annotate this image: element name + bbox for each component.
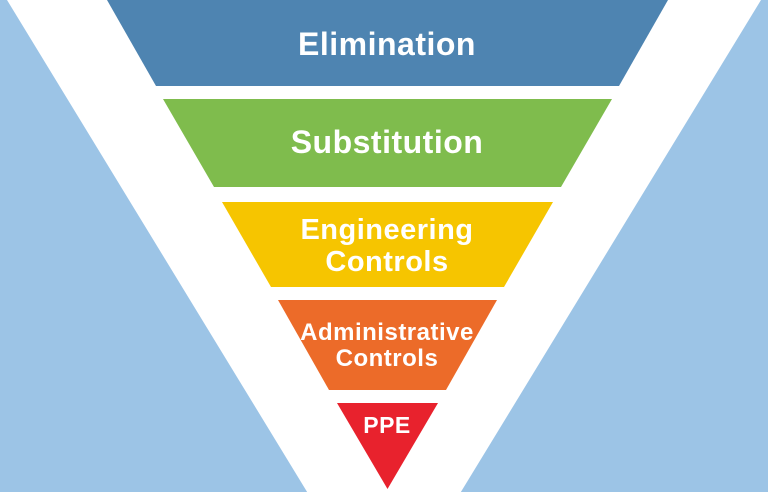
level-label-administrative-controls-line1: Administrative (300, 319, 474, 346)
level-label-engineering-controls-line1: Engineering (300, 214, 473, 246)
level-band-engineering-controls (222, 202, 553, 287)
level-label-administrative-controls-line2: Controls (336, 345, 439, 372)
level-band-elimination (107, 0, 668, 86)
level-label-elimination: Elimination (298, 26, 476, 62)
level-band-administrative-controls (278, 300, 497, 390)
level-label-substitution: Substitution (291, 124, 484, 160)
level-label-engineering-controls-line2: Controls (325, 246, 448, 278)
level-band-substitution (163, 99, 612, 187)
level-label-ppe: PPE (363, 412, 411, 438)
level-band-ppe (337, 403, 438, 489)
